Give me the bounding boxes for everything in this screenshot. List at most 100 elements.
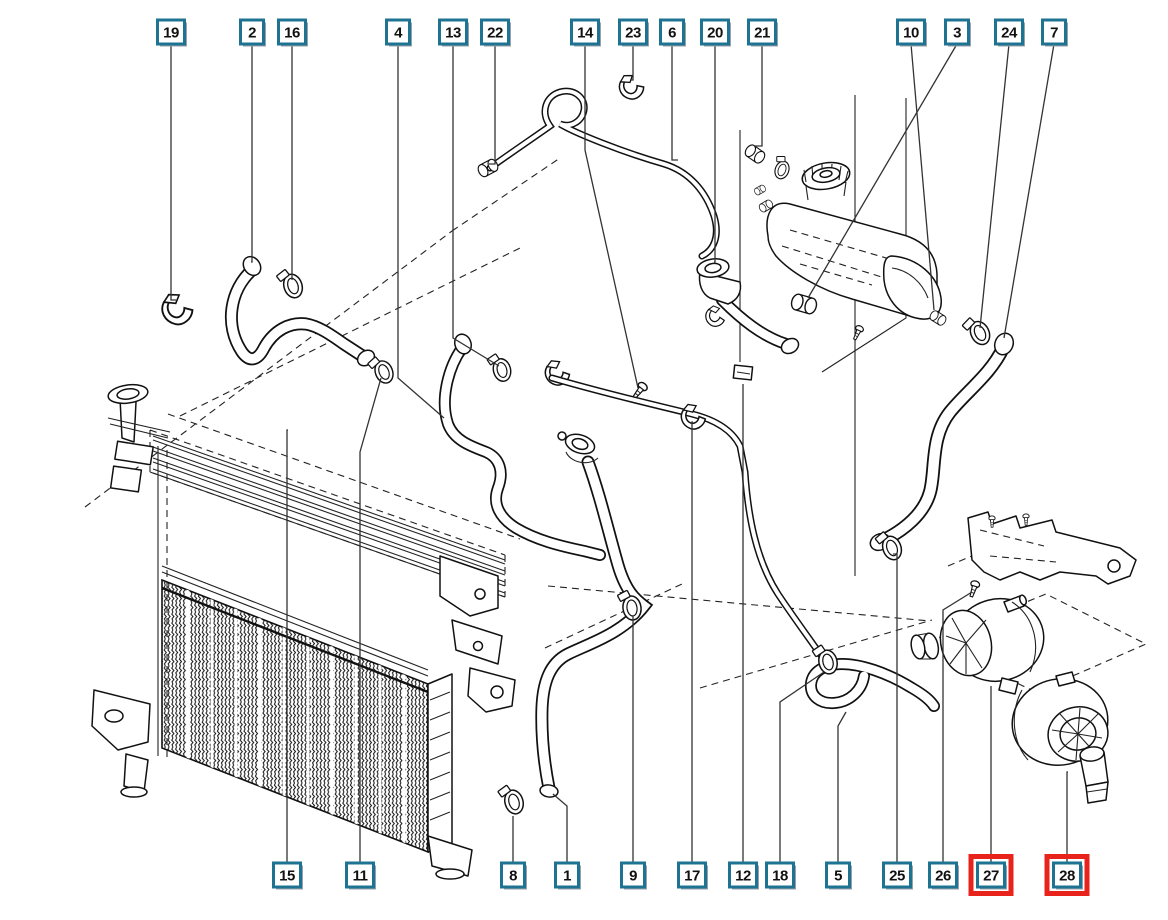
callout-box xyxy=(928,861,958,889)
callout-21[interactable]: 21 xyxy=(747,18,779,47)
callout-box xyxy=(554,861,580,889)
callout-19[interactable]: 19 xyxy=(156,18,188,47)
retaining-clip-19-icon xyxy=(158,289,196,329)
heater-hose-mid xyxy=(548,374,832,670)
callout-22[interactable]: 22 xyxy=(480,18,512,47)
callout-box xyxy=(620,861,646,889)
callout-box xyxy=(272,861,302,889)
leader-line-26 xyxy=(942,591,973,863)
callout-box xyxy=(239,18,265,46)
hose-clamp-16-icon xyxy=(274,265,307,303)
leader-line-22 xyxy=(489,44,496,165)
callout-24[interactable]: 24 xyxy=(994,18,1026,47)
callout-box xyxy=(896,18,926,46)
callout-7[interactable]: 7 xyxy=(1041,18,1069,47)
callout-8[interactable]: 8 xyxy=(500,861,528,890)
callout-5[interactable]: 5 xyxy=(825,861,853,890)
radiator-left-frame xyxy=(91,383,171,798)
callout-number: 10 xyxy=(903,25,919,42)
hose-clamp-13-icon xyxy=(485,350,514,385)
sleeve-3-icon xyxy=(789,292,819,316)
callout-number: 3 xyxy=(953,25,961,42)
callout-18[interactable]: 18 xyxy=(765,861,797,890)
hose-clamp-8-icon xyxy=(495,781,527,818)
callout-box xyxy=(765,861,795,889)
mounting-bracket xyxy=(967,511,1137,585)
callout-box xyxy=(1052,861,1082,889)
expansion-tank-cap xyxy=(801,161,851,201)
radiator xyxy=(91,383,516,880)
callout-number: 26 xyxy=(935,868,951,885)
callout-number: 21 xyxy=(754,25,770,42)
coolant-hose-1 xyxy=(535,431,654,798)
expansion-tank xyxy=(753,161,942,342)
leader-line-10 xyxy=(910,43,935,311)
callout-box xyxy=(1041,18,1067,46)
callout-3[interactable]: 3 xyxy=(944,18,972,47)
callout-number: 16 xyxy=(284,25,300,42)
callout-number: 19 xyxy=(163,25,179,42)
callout-25[interactable]: 25 xyxy=(882,861,914,890)
leader-line-25 xyxy=(893,553,898,863)
callout-15[interactable]: 15 xyxy=(272,861,304,890)
leader-line-24 xyxy=(979,43,1010,329)
hose-clamp-24-icon xyxy=(959,311,995,351)
callout-box xyxy=(994,18,1024,46)
callout-20[interactable]: 20 xyxy=(700,18,732,47)
callout-1[interactable]: 1 xyxy=(554,861,582,890)
callout-number: 23 xyxy=(625,25,641,42)
callout-box xyxy=(480,18,510,46)
callout-box xyxy=(618,18,648,46)
callout-11[interactable]: 11 xyxy=(345,861,377,890)
leader-line-5 xyxy=(837,711,847,863)
leader-line-1 xyxy=(552,793,568,863)
callout-27[interactable]: 27 xyxy=(968,854,1014,896)
callout-number: 9 xyxy=(629,868,637,885)
callout-number: 12 xyxy=(735,868,751,885)
leader-line-4 xyxy=(397,44,445,419)
highlight-box-28 xyxy=(1044,854,1090,896)
outlet-elbow-20 xyxy=(696,258,800,355)
hose-clamp-icon xyxy=(769,153,794,182)
callout-box xyxy=(156,18,186,46)
callout-23[interactable]: 23 xyxy=(618,18,650,47)
screw-26-icon xyxy=(966,579,982,599)
retaining-clip-23-icon xyxy=(615,70,647,103)
callout-16[interactable]: 16 xyxy=(277,18,309,47)
callout-number: 17 xyxy=(684,868,700,885)
callout-number: 14 xyxy=(577,25,594,42)
callout-number: 1 xyxy=(563,868,571,885)
callout-box xyxy=(570,18,600,46)
leader-line-2 xyxy=(251,44,253,263)
callout-26[interactable]: 26 xyxy=(928,861,960,890)
callout-2[interactable]: 2 xyxy=(239,18,267,47)
callout-17[interactable]: 17 xyxy=(677,861,709,890)
leader-line-13 xyxy=(452,44,500,367)
callout-14[interactable]: 14 xyxy=(570,18,602,47)
callout-box xyxy=(500,861,526,889)
callout-box xyxy=(825,861,851,889)
callout-number: 4 xyxy=(394,25,403,42)
callout-10[interactable]: 10 xyxy=(896,18,928,47)
callout-13[interactable]: 13 xyxy=(438,18,470,47)
callout-number: 6 xyxy=(668,25,676,42)
callout-4[interactable]: 4 xyxy=(385,18,413,47)
leader-line-17 xyxy=(691,421,693,863)
callout-box xyxy=(747,18,777,46)
callout-number: 24 xyxy=(1001,25,1018,42)
callout-28[interactable]: 28 xyxy=(1044,854,1090,896)
callout-12[interactable]: 12 xyxy=(728,861,760,890)
callout-9[interactable]: 9 xyxy=(620,861,648,890)
callout-number: 8 xyxy=(509,868,517,885)
callout-number: 22 xyxy=(487,25,503,42)
callout-number: 25 xyxy=(889,868,905,885)
callout-6[interactable]: 6 xyxy=(659,18,687,47)
callout-number: 5 xyxy=(834,868,842,885)
callout-box xyxy=(728,861,758,889)
leader-line-28 xyxy=(1066,771,1068,863)
callout-box xyxy=(659,18,685,46)
callout-box xyxy=(882,861,912,889)
radiator-hose-2 xyxy=(224,255,376,367)
callout-box xyxy=(385,18,411,46)
callout-number: 13 xyxy=(445,25,461,42)
